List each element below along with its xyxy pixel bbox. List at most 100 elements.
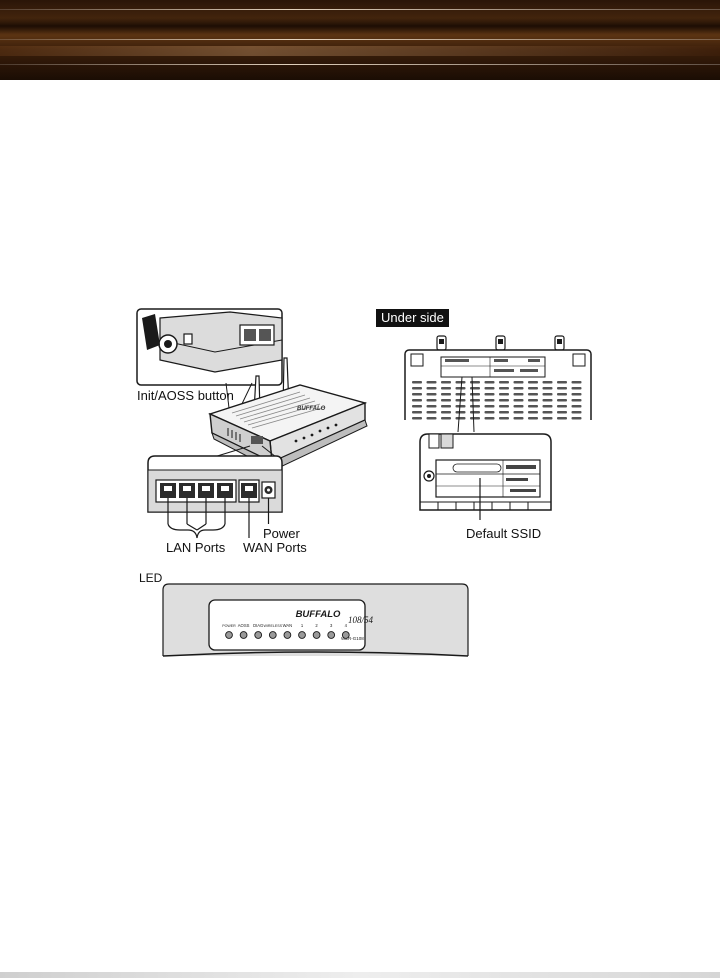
vent-slot bbox=[484, 405, 495, 408]
led-indicator-label: WIRELESS bbox=[264, 624, 283, 628]
ssid-closeup bbox=[419, 433, 552, 511]
vent-slot bbox=[470, 399, 480, 402]
vent-slot bbox=[441, 387, 451, 390]
vent-slot bbox=[528, 417, 538, 420]
header-stripe bbox=[0, 9, 720, 10]
led-indicator-label: 3 bbox=[330, 623, 333, 628]
vent-slot bbox=[484, 387, 495, 390]
vent-slot bbox=[455, 381, 466, 384]
power-label: Power bbox=[263, 526, 300, 541]
default-ssid-label: Default SSID bbox=[466, 526, 542, 541]
vent-slot bbox=[470, 381, 480, 384]
led-indicator-label: POWER bbox=[222, 624, 236, 628]
vent-slot bbox=[426, 417, 437, 420]
vent-slot bbox=[571, 411, 582, 414]
vent-slot bbox=[557, 411, 567, 414]
vent-slot bbox=[499, 405, 509, 408]
vent-slot bbox=[528, 393, 538, 396]
vent-slot bbox=[455, 411, 466, 414]
vent-slot bbox=[441, 411, 451, 414]
vent-slot bbox=[426, 387, 437, 390]
vent-slot bbox=[470, 417, 480, 420]
vent-slot bbox=[470, 405, 480, 408]
vent-slot bbox=[513, 381, 524, 384]
vent-slot bbox=[557, 417, 567, 420]
header-stripe bbox=[0, 64, 720, 65]
vent-slot bbox=[412, 399, 422, 402]
init-aoss-label: Init/AOSS button bbox=[137, 388, 234, 403]
led-indicator-label: AOSS bbox=[238, 623, 250, 628]
vent-slot bbox=[571, 399, 582, 402]
under-side-tag: Under side bbox=[376, 309, 449, 327]
vent-slot bbox=[571, 393, 582, 396]
vent-slot bbox=[557, 381, 567, 384]
vent-slot bbox=[484, 399, 495, 402]
vent-slot bbox=[571, 381, 582, 384]
vent-slot bbox=[412, 381, 422, 384]
vent-slot bbox=[528, 405, 538, 408]
vent-slot bbox=[528, 387, 538, 390]
vent-slot bbox=[412, 393, 422, 396]
vent-slot bbox=[542, 387, 553, 390]
led-brand-logo: BUFFALO bbox=[296, 609, 341, 620]
header-stripe bbox=[0, 39, 720, 40]
vent-slot bbox=[484, 417, 495, 420]
led-indicator-light bbox=[298, 631, 306, 639]
vent-slot bbox=[513, 393, 524, 396]
header-shadow bbox=[0, 18, 720, 34]
vent-slot bbox=[412, 387, 422, 390]
vent-slot bbox=[528, 399, 538, 402]
vent-slot bbox=[557, 405, 567, 408]
vent-slot bbox=[426, 411, 437, 414]
led-indicator-label: 4 bbox=[345, 623, 348, 628]
vent-slot bbox=[412, 405, 422, 408]
vent-slot bbox=[557, 399, 567, 402]
footer-rule bbox=[0, 972, 720, 978]
vent-slot bbox=[528, 411, 538, 414]
vent-slot bbox=[513, 411, 524, 414]
vent-slot bbox=[455, 387, 466, 390]
led-indicator-light bbox=[283, 631, 292, 639]
led-indicator-label: WAN bbox=[283, 623, 293, 628]
lan-ports-label: LAN Ports bbox=[166, 540, 226, 555]
vent-slot bbox=[571, 387, 582, 390]
vent-slot bbox=[499, 381, 509, 384]
vent-slot bbox=[412, 417, 422, 420]
led-indicator-light bbox=[312, 631, 321, 639]
vent-slot bbox=[484, 393, 495, 396]
vent-slot bbox=[571, 405, 582, 408]
header-band bbox=[0, 0, 720, 80]
header-shine bbox=[0, 46, 720, 56]
vent-slot bbox=[499, 417, 509, 420]
vent-slot bbox=[441, 399, 451, 402]
vent-slot bbox=[470, 411, 480, 414]
vent-slot bbox=[441, 381, 451, 384]
led-indicator-light bbox=[239, 631, 248, 639]
led-indicator-light bbox=[225, 631, 233, 639]
lan-bracket bbox=[167, 498, 226, 539]
led-indicator-light bbox=[341, 631, 350, 639]
led-indicator-light bbox=[268, 631, 277, 639]
vent-slot bbox=[571, 417, 582, 420]
vent-slot bbox=[542, 393, 553, 396]
vent-slot bbox=[470, 393, 480, 396]
led-label: LED bbox=[139, 571, 163, 585]
vent-slot bbox=[426, 381, 437, 384]
vent-slot bbox=[441, 417, 451, 420]
vent-slot bbox=[455, 405, 466, 408]
vent-slot bbox=[499, 393, 509, 396]
vent-slot bbox=[542, 417, 553, 420]
led-indicator-label: 1 bbox=[301, 623, 304, 628]
vent-slot bbox=[513, 387, 524, 390]
vent-slot bbox=[455, 417, 466, 420]
vent-slot bbox=[484, 411, 495, 414]
init-aoss-closeup bbox=[136, 308, 283, 386]
vent-slot bbox=[426, 405, 437, 408]
vent-slot bbox=[542, 399, 553, 402]
vent-slot bbox=[542, 381, 553, 384]
vent-slot bbox=[441, 393, 451, 396]
led-indicator-light bbox=[254, 631, 263, 639]
